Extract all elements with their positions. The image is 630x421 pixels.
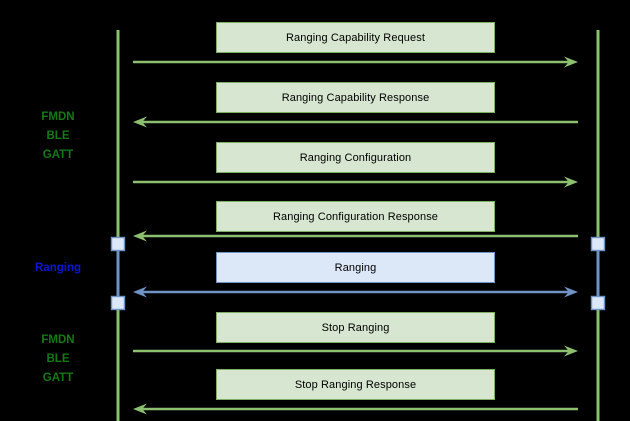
message-ranging-configuration-arrowhead-right	[564, 176, 578, 188]
message-ranging-configuration-response[interactable]: Ranging Configuration Response	[216, 201, 495, 232]
message-ranging-capability-response[interactable]: Ranging Capability Response	[216, 82, 495, 113]
message-stop-ranging-arrow	[133, 345, 578, 357]
message-ranging-capability-response-arrow	[133, 116, 578, 128]
message-ranging-configuration-response-arrowhead-left	[133, 230, 147, 242]
activation-node-left-top	[110, 236, 126, 252]
message-stop-ranging-response-label: Stop Ranging Response	[294, 378, 417, 391]
message-ranging-arrowhead-right	[564, 286, 578, 298]
message-stop-ranging[interactable]: Stop Ranging	[216, 312, 495, 343]
message-ranging-arrowhead-left	[133, 286, 147, 298]
message-ranging-configuration[interactable]: Ranging Configuration	[216, 142, 495, 173]
message-ranging-capability-response-arrowhead-left	[133, 116, 147, 128]
message-stop-ranging-response-arrowhead-left	[133, 403, 147, 415]
message-ranging-capability-request-arrowhead-right	[564, 56, 578, 68]
message-arrows-group	[133, 56, 578, 415]
message-stop-ranging-response-arrow	[133, 403, 578, 415]
message-ranging-configuration-response-label: Ranging Configuration Response	[272, 210, 439, 223]
message-stop-ranging-label: Stop Ranging	[321, 321, 390, 334]
phase-label-ranging: Ranging	[35, 262, 81, 274]
message-ranging-configuration-label: Ranging Configuration	[299, 151, 412, 164]
lifelines-group	[116, 30, 600, 421]
message-ranging-configuration-response-arrow	[133, 230, 578, 242]
activation-node-right-bottom	[590, 295, 606, 311]
message-stop-ranging-arrowhead-right	[564, 345, 578, 357]
message-ranging-capability-request-arrow	[133, 56, 578, 68]
activation-node-right-top	[590, 236, 606, 252]
message-stop-ranging-response[interactable]: Stop Ranging Response	[216, 369, 495, 400]
activation-node-left-bottom	[110, 295, 126, 311]
message-ranging[interactable]: Ranging	[216, 252, 495, 283]
phase-label-fmdn-ble-gatt-top: FMDN BLE GATT	[41, 111, 75, 161]
message-ranging-label: Ranging	[334, 261, 377, 274]
phase-label-fmdn-ble-gatt-bottom: FMDN BLE GATT	[41, 334, 75, 384]
activation-bars-group	[110, 236, 606, 311]
message-ranging-capability-request[interactable]: Ranging Capability Request	[216, 22, 495, 53]
message-ranging-configuration-arrow	[133, 176, 578, 188]
message-ranging-capability-response-label: Ranging Capability Response	[281, 91, 430, 104]
message-ranging-capability-request-label: Ranging Capability Request	[286, 31, 425, 44]
message-ranging-arrow	[133, 286, 578, 298]
